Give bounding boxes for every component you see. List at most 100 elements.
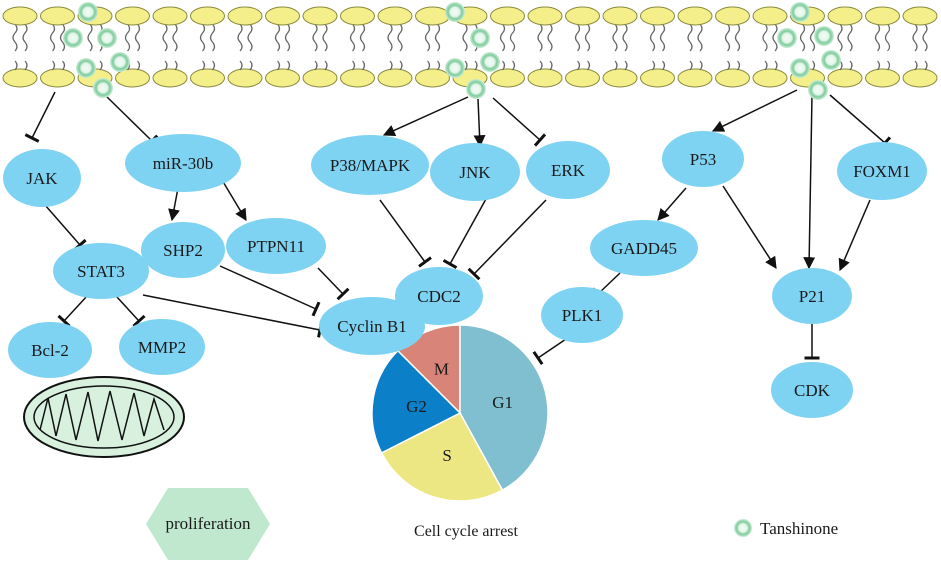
tanshinone-molecule [790, 58, 810, 78]
pie-slice-g2 [371, 349, 462, 454]
node-gadd45: GADD45 [590, 220, 698, 276]
node-cyclinb1-label: Cyclin B1 [337, 317, 406, 336]
node-p21-label: P21 [799, 287, 825, 306]
phospholipid-unit [752, 6, 788, 88]
edge-membrane-p53 [711, 89, 798, 132]
node-bcl2: Bcl-2 [8, 322, 92, 378]
edge-membrane-foxm1 [829, 94, 892, 150]
tanshinone-molecule [808, 80, 828, 100]
node-cdk-label: CDK [794, 381, 831, 400]
edge-mir30b-ptpn11 [221, 179, 247, 222]
node-plk1: PLK1 [541, 287, 623, 343]
tanshinone-molecule [110, 52, 130, 72]
phospholipid-unit [640, 6, 675, 88]
phospholipid-unit [415, 6, 450, 88]
pie-slice-g1 [459, 324, 549, 492]
edge-foxm1-p21 [838, 199, 871, 272]
node-mir30b: miR-30b [125, 134, 241, 192]
phospholipid-unit [827, 6, 863, 88]
node-plk1-label: PLK1 [562, 306, 603, 325]
edge-stat3-cyclinb1 [142, 294, 323, 338]
legend: Tanshinone [734, 519, 838, 538]
edge-erk-cdc2 [467, 199, 547, 281]
edge-membrane-erk [492, 97, 547, 147]
tanshinone-molecule [470, 28, 490, 48]
mitochondrion [23, 376, 185, 458]
edge-jnk-cdc2 [442, 198, 487, 269]
node-foxm1-label: FOXM1 [853, 162, 911, 181]
cell-cycle-caption: Cell cycle arrest [414, 523, 519, 540]
phospholipid-unit [190, 6, 225, 88]
node-ptpn11-label: PTPN11 [247, 237, 305, 256]
node-p53-label: P53 [690, 150, 716, 169]
pie-slice-s [380, 412, 504, 502]
node-jak: JAK [3, 149, 81, 207]
node-mmp2-label: MMP2 [138, 338, 186, 357]
pie-label-g2: G2 [406, 397, 427, 416]
pie-label-g1: G1 [492, 393, 513, 412]
legend-tanshinone-label: Tanshinone [760, 519, 838, 538]
edge-stat3-bcl2 [57, 294, 89, 328]
edge-membrane-p38mapk [382, 96, 469, 137]
node-p38mapk-label: P38/MAPK [330, 156, 411, 175]
cell-cycle-pie: M G1S G2 [371, 324, 549, 502]
node-p38mapk: P38/MAPK [311, 135, 429, 195]
phospholipid-unit [302, 6, 338, 88]
proliferation-hexagon: proliferation [146, 488, 270, 560]
edge-stat3-mmp2 [115, 295, 146, 328]
phospholipid-unit [152, 6, 188, 88]
node-jnk-label: JNK [459, 163, 491, 182]
tanshinone-molecule [97, 28, 117, 48]
tanshinone-molecule [466, 79, 486, 99]
tanshinone-molecule [445, 2, 465, 22]
edge-jak-stat3 [44, 204, 87, 252]
phospholipid-unit [40, 6, 75, 88]
phospholipid-unit [227, 6, 263, 88]
node-jak-label: JAK [26, 169, 58, 188]
phospholipid-unit [340, 6, 375, 88]
edge-membrane-jnk [473, 98, 486, 148]
cell-membrane [2, 6, 938, 88]
tanshinone-molecule [93, 78, 113, 98]
node-shp2-label: SHP2 [163, 241, 203, 260]
edge-p53-gadd45 [657, 187, 687, 221]
phospholipid-unit [490, 6, 525, 88]
pie-label-m: M [434, 359, 449, 378]
node-gadd45-label: GADD45 [611, 239, 677, 258]
tanshinone-molecule [777, 28, 797, 48]
node-cdc2: CDC2 [395, 267, 483, 325]
phospholipid-unit [602, 6, 638, 88]
phospholipid-unit [715, 6, 750, 88]
node-mmp2: MMP2 [119, 319, 205, 375]
edge-plk1-cellcycle [532, 336, 570, 366]
proliferation-label: proliferation [166, 514, 251, 533]
tanshinone-molecules [63, 2, 841, 100]
phospholipid-unit [677, 6, 713, 88]
node-cdc2-label: CDC2 [417, 287, 460, 306]
tanshinone-molecule [821, 50, 841, 70]
phospholipid-unit [527, 6, 563, 88]
phospholipid-unit [865, 6, 900, 88]
node-foxm1: FOXM1 [837, 142, 927, 200]
node-p21: P21 [772, 268, 852, 324]
edge-p53-p21 [722, 185, 777, 270]
node-stat3: STAT3 [53, 243, 149, 299]
legend-tanshinone-icon [734, 519, 752, 537]
phospholipid-unit [115, 6, 150, 88]
phospholipid-unit [902, 6, 938, 88]
edge-ptpn11-cyclinb1 [317, 267, 350, 301]
edge-mir30b-shp2 [168, 187, 180, 222]
node-cdk: CDK [771, 362, 853, 418]
phospholipid-unit [265, 6, 300, 88]
node-erk: ERK [526, 141, 610, 199]
tanshinone-molecule [790, 2, 810, 22]
edge-membrane-mir30b [104, 94, 159, 148]
pie-label-s: S [442, 446, 451, 465]
node-bcl2-label: Bcl-2 [31, 341, 69, 360]
tanshinone-molecule [480, 52, 500, 72]
edge-membrane-jak [24, 91, 56, 143]
phospholipid-unit [2, 6, 38, 88]
node-shp2: SHP2 [141, 222, 225, 278]
